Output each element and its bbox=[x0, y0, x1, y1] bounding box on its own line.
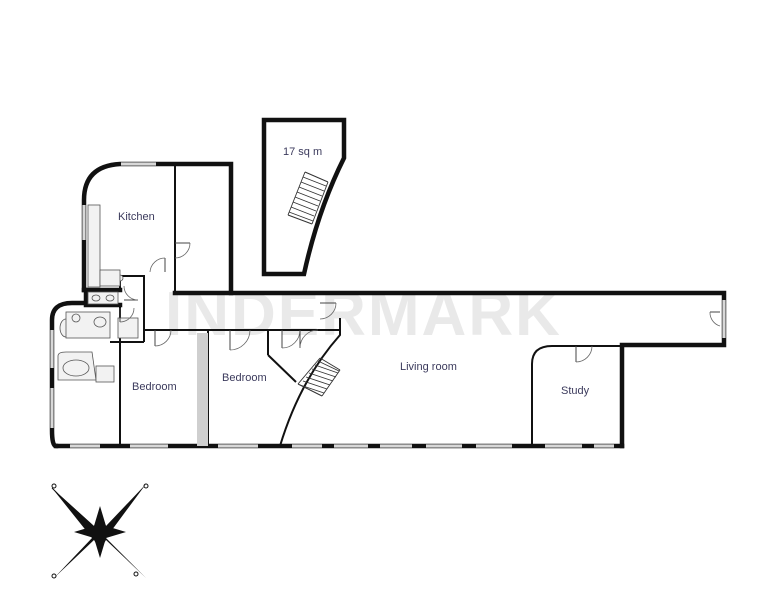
kitchen-counter bbox=[87, 204, 124, 288]
windows bbox=[50, 162, 726, 448]
living-room-stairs bbox=[297, 357, 341, 397]
room-label-study: Study bbox=[561, 385, 590, 397]
compass-star-icon bbox=[51, 483, 149, 579]
upper-room-stairs bbox=[287, 171, 329, 225]
room-label-living: Living room bbox=[400, 361, 457, 373]
room-label-bedroom-center: Bedroom bbox=[222, 372, 267, 384]
watermark-text: INDERMARK bbox=[165, 280, 562, 349]
room-label-kitchen: Kitchen bbox=[118, 211, 155, 223]
doors bbox=[119, 242, 721, 363]
room-label-upper: 17 sq m bbox=[283, 146, 322, 158]
room-label-bedroom-left: Bedroom bbox=[132, 381, 177, 393]
bathroom-fixtures bbox=[57, 291, 139, 383]
upper-room bbox=[261, 117, 347, 277]
